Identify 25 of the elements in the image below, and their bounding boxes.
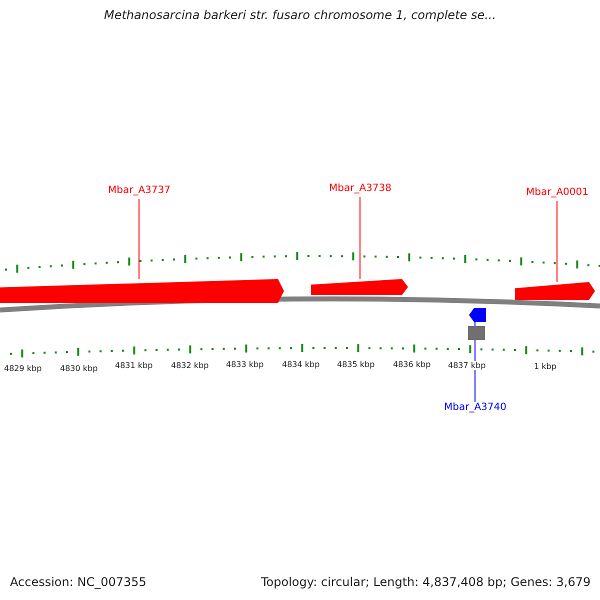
gene-feature-bar xyxy=(311,279,408,295)
scale-label: 4830 kbp xyxy=(60,364,98,373)
gene-label: Mbar_A3738 xyxy=(329,183,391,197)
scale-label: 4831 kbp xyxy=(115,361,153,370)
scale-label: 4835 kbp xyxy=(337,360,375,369)
summary-text: Topology: circular; Length: 4,837,408 bp; Genes: 3,679 xyxy=(261,575,591,589)
gene-feature-bar xyxy=(469,308,486,322)
scale-label: 4836 kbp xyxy=(393,360,431,369)
feature-box xyxy=(468,326,485,340)
scale-label: 1 kbp xyxy=(534,362,556,371)
scale-label: 4834 kbp xyxy=(282,360,320,369)
gene-feature-bar xyxy=(515,282,595,300)
scale-label: 4832 kbp xyxy=(171,361,209,370)
scale-label: 4833 kbp xyxy=(226,360,264,369)
leader-line xyxy=(556,200,558,282)
scale-label: 4829 kbp xyxy=(4,364,42,373)
scale-label: 4837 kbp xyxy=(448,361,486,370)
leader-line xyxy=(138,198,140,280)
leader-line xyxy=(474,322,476,402)
title: Methanosarcina barkeri str. fusaro chromosome 1, complete se... xyxy=(102,8,498,22)
gene-feature-bar xyxy=(0,279,284,303)
gene-label: Mbar_A0001 xyxy=(526,187,588,201)
accession-text: Accession: NC_007355 xyxy=(10,575,146,589)
gene-label: Mbar_A3740 xyxy=(444,402,506,416)
gene-label: Mbar_A3737 xyxy=(108,185,170,199)
